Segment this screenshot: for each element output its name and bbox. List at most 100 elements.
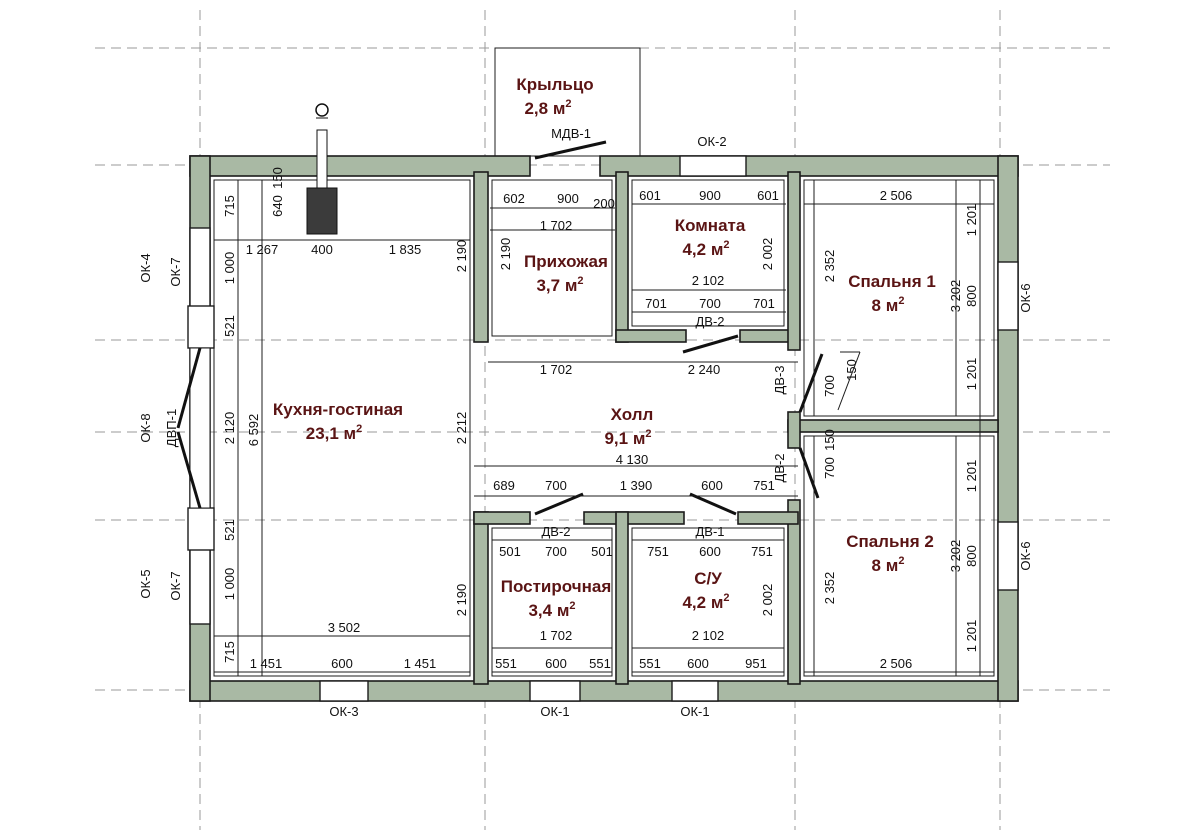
- dim: 900: [557, 191, 579, 206]
- room-name-room: Комната: [675, 216, 746, 235]
- dim: 1 267: [246, 242, 279, 257]
- room-name-porch: Крыльцо: [516, 75, 593, 94]
- dim: 700: [699, 296, 721, 311]
- dim: 2 102: [692, 273, 725, 288]
- dim: 1 390: [620, 478, 653, 493]
- dim: 701: [753, 296, 775, 311]
- room-area-kitchen: 23,1 м2: [306, 423, 363, 443]
- dim: 715: [222, 195, 237, 217]
- dim: 751: [753, 478, 775, 493]
- room-name-hall: Холл: [611, 405, 654, 424]
- label-dv2-laundry: ДВ-2: [541, 524, 570, 539]
- dim: 700: [545, 478, 567, 493]
- dim: 551: [639, 656, 661, 671]
- label-dv2-room: ДВ-2: [695, 314, 724, 329]
- label-ok5: ОК-5: [138, 569, 153, 598]
- stove-icon: [306, 103, 338, 235]
- dim: 715: [222, 641, 237, 663]
- room-area-hallway: 3,7 м2: [536, 275, 583, 295]
- label-ok4: ОК-4: [138, 253, 153, 282]
- dim: 3 502: [328, 620, 361, 635]
- dim: 400: [311, 242, 333, 257]
- dim: 1 702: [540, 218, 573, 233]
- label-dv1-bath: ДВ-1: [695, 524, 724, 539]
- room-area-bedroom1: 8 м2: [872, 295, 905, 315]
- interior-walls: [473, 171, 999, 685]
- room-area-laundry: 3,4 м2: [528, 600, 575, 620]
- windows: [187, 155, 1019, 702]
- dim: 800: [964, 545, 979, 567]
- room-area-room: 4,2 м2: [682, 239, 729, 259]
- label-dv2-right: ДВ-2: [772, 453, 787, 482]
- dim: 2 002: [760, 584, 775, 617]
- dim: 3 202: [948, 280, 963, 313]
- dimension-values: 602 900 200 1 702 601 900 601 2 506 1 26…: [246, 188, 913, 671]
- dim: 601: [757, 188, 779, 203]
- dim: 6 592: [246, 414, 261, 447]
- label-ok7-bottom: ОК-7: [168, 571, 183, 600]
- dim: 2 212: [454, 412, 469, 445]
- dim: 1 451: [250, 656, 283, 671]
- label-ok3: ОК-3: [329, 704, 358, 719]
- dim: 700: [822, 375, 837, 397]
- dim: 1 201: [964, 620, 979, 653]
- label-ok6-bottom: ОК-6: [1018, 541, 1033, 570]
- dim: 150: [270, 167, 285, 189]
- dim: 521: [222, 519, 237, 541]
- dim: 900: [699, 188, 721, 203]
- dim: 1 201: [964, 204, 979, 237]
- dim: 4 130: [616, 452, 649, 467]
- dim: 2 002: [760, 238, 775, 271]
- room-name-bedroom1: Спальня 1: [848, 272, 936, 291]
- dim: 701: [645, 296, 667, 311]
- dim: 689: [493, 478, 515, 493]
- dim: 2 506: [880, 656, 913, 671]
- dim: 1 702: [540, 628, 573, 643]
- dimension-lines: [214, 180, 994, 676]
- dim: 601: [639, 188, 661, 203]
- room-name-laundry: Постирочная: [501, 577, 611, 596]
- label-dv3: ДВ-3: [772, 365, 787, 394]
- dim: 2 352: [822, 250, 837, 283]
- dim: 700: [545, 544, 567, 559]
- label-ok1-right: ОК-1: [680, 704, 709, 719]
- dim: 800: [964, 285, 979, 307]
- dim: 1 201: [964, 460, 979, 493]
- room-area-porch: 2,8 м2: [524, 98, 571, 118]
- dim: 3 202: [948, 540, 963, 573]
- room-name-hallway: Прихожая: [524, 252, 608, 271]
- dim: 1 702: [540, 362, 573, 377]
- dim: 2 190: [454, 584, 469, 617]
- dim: 551: [495, 656, 517, 671]
- dim: 1 000: [222, 568, 237, 601]
- dimension-values-vertical: 715 640 150 1 000 521 2 120 6 592 521 1 …: [222, 167, 979, 663]
- dim: 1 201: [964, 358, 979, 391]
- dim: 600: [687, 656, 709, 671]
- dim: 501: [591, 544, 613, 559]
- room-area-bedroom2: 8 м2: [872, 555, 905, 575]
- dim: 1 000: [222, 252, 237, 285]
- dim: 751: [647, 544, 669, 559]
- dim: 2 352: [822, 572, 837, 605]
- dim: 1 835: [389, 242, 422, 257]
- dim: 2 120: [222, 412, 237, 445]
- dim: 521: [222, 315, 237, 337]
- dim: 2 240: [688, 362, 721, 377]
- dim: 501: [499, 544, 521, 559]
- room-name-bath: С/У: [694, 569, 722, 588]
- dim: 600: [331, 656, 353, 671]
- dim: 150: [844, 359, 859, 381]
- dim: 600: [545, 656, 567, 671]
- dim: 150: [822, 429, 837, 451]
- room-area-hall: 9,1 м2: [604, 428, 651, 448]
- dim: 751: [751, 544, 773, 559]
- label-mdv1: МДВ-1: [551, 126, 591, 141]
- label-dvp1: ДВП-1: [164, 409, 179, 447]
- room-name-kitchen: Кухня-гостиная: [273, 400, 403, 419]
- element-codes: МДВ-1 ОК-2 ОК-3 ОК-1 ОК-1 ДВ-2 ДВ-2 ДВ-1…: [138, 126, 1033, 719]
- label-ok6-top: ОК-6: [1018, 283, 1033, 312]
- room-labels: Крыльцо 2,8 м2 Прихожая 3,7 м2 Комната 4…: [273, 75, 936, 620]
- label-ok8: ОК-8: [138, 413, 153, 442]
- room-area-bath: 4,2 м2: [682, 592, 729, 612]
